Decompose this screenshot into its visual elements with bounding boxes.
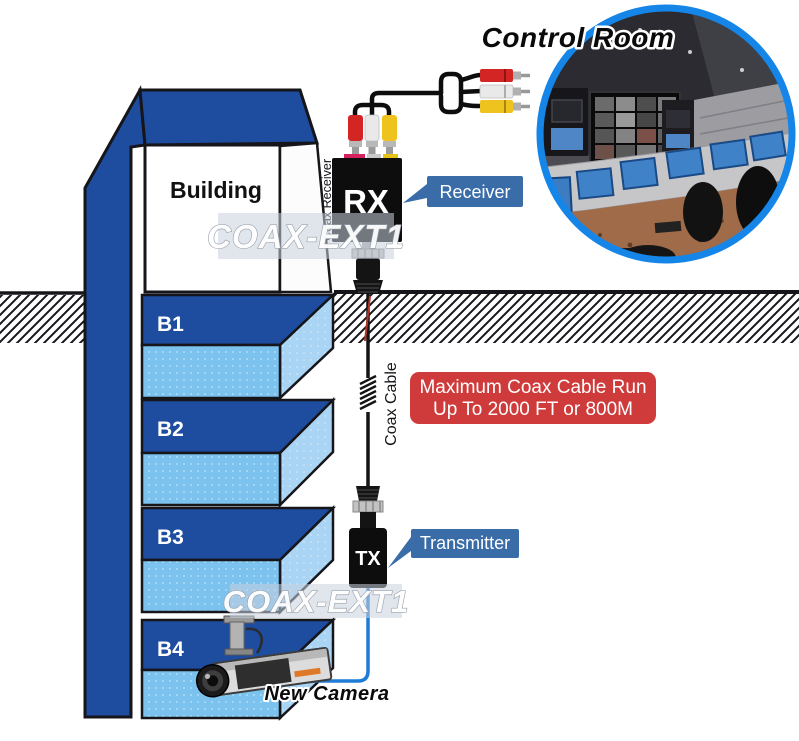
transmitter-callout-box bbox=[411, 529, 519, 558]
rx-socket-white bbox=[367, 154, 381, 160]
control-room-photo bbox=[536, 4, 796, 264]
camera-brand-mark bbox=[294, 667, 321, 678]
cable-break-marks bbox=[359, 374, 377, 411]
rx-socket-red bbox=[344, 154, 365, 160]
chair bbox=[683, 182, 723, 242]
watermark-rx: COAX-EXT1 bbox=[206, 213, 405, 259]
watermark-tx-text: COAX-EXT1 bbox=[223, 584, 409, 619]
rx-socket-yellow bbox=[383, 154, 398, 160]
camera-to-tx-cable bbox=[258, 588, 370, 683]
camera-lens bbox=[195, 664, 230, 698]
max-run-infobox-bg bbox=[410, 372, 656, 424]
control-room-ring bbox=[536, 4, 796, 264]
camera-wire bbox=[245, 627, 263, 654]
camera-mount-bracket bbox=[223, 615, 263, 656]
security-camera bbox=[195, 615, 333, 698]
rca-jack-red bbox=[348, 115, 363, 154]
receiver-callout: Receiver bbox=[403, 176, 523, 207]
floor-b1-front bbox=[140, 343, 282, 400]
control-room-title: Control Room bbox=[482, 22, 675, 53]
rca-plugs-to-control-room bbox=[479, 69, 530, 113]
transmitter-callout: Transmitter bbox=[388, 529, 519, 568]
receiver-callout-box bbox=[427, 176, 523, 207]
chair bbox=[620, 245, 676, 257]
max-run-line1: Maximum Coax Cable Run bbox=[419, 377, 646, 398]
new-camera-label: New Camera bbox=[264, 683, 389, 705]
ground-right-hatch bbox=[334, 294, 799, 343]
rca-jack-yellow bbox=[382, 115, 397, 154]
floor-b4-label: B4 bbox=[157, 638, 184, 661]
rca-jack-white bbox=[364, 114, 380, 154]
floor-b2-front bbox=[140, 451, 282, 507]
rca-cable-loop bbox=[438, 71, 464, 115]
watermark-rx-panel bbox=[218, 213, 394, 259]
tx-transmitter-device: TX bbox=[349, 528, 387, 588]
bnc-connector-tx bbox=[352, 486, 384, 530]
coax-cable-run bbox=[359, 294, 377, 486]
max-run-line2: Up To 2000 FT or 800M bbox=[433, 399, 633, 420]
floor-b2: B2 bbox=[140, 396, 337, 509]
rca-plug-yellow bbox=[480, 100, 530, 113]
receiver-callout-pointer bbox=[403, 184, 427, 203]
rca-plug-white bbox=[479, 84, 530, 99]
floor-b1-label: B1 bbox=[157, 313, 184, 336]
floor-b3-label: B3 bbox=[157, 526, 184, 549]
rca-cable-bundle bbox=[352, 71, 484, 120]
coax-cable-red-core bbox=[364, 295, 371, 342]
camera-body bbox=[195, 646, 333, 698]
transmitter-callout-label: Transmitter bbox=[420, 533, 510, 553]
building-left-wall bbox=[83, 85, 147, 719]
rca-plug-red bbox=[480, 69, 530, 82]
receiver-callout-label: Receiver bbox=[439, 182, 510, 202]
tx-device-label: TX bbox=[355, 548, 381, 570]
ground-right bbox=[334, 290, 799, 343]
building-roof bbox=[138, 88, 320, 147]
watermark-rx-text: COAX-EXT1 bbox=[207, 218, 405, 255]
max-run-infobox: Maximum Coax Cable Run Up To 2000 FT or … bbox=[410, 372, 656, 424]
ground-left bbox=[0, 291, 85, 343]
tx-box bbox=[349, 528, 387, 588]
transmitter-callout-pointer bbox=[388, 537, 411, 568]
watermark-tx: COAX-EXT1 bbox=[222, 583, 409, 619]
rca-jacks-into-receiver bbox=[344, 114, 398, 160]
ground-left-hatch bbox=[0, 295, 85, 343]
floor-b2-label: B2 bbox=[157, 418, 184, 441]
building: Building B1 B2 B3 B4 bbox=[83, 85, 337, 721]
coax-cable-label: Coax Cable bbox=[383, 362, 400, 446]
watermark-tx-panel bbox=[230, 584, 402, 618]
floor-b1: B1 bbox=[140, 292, 337, 401]
building-label: Building bbox=[170, 177, 262, 203]
